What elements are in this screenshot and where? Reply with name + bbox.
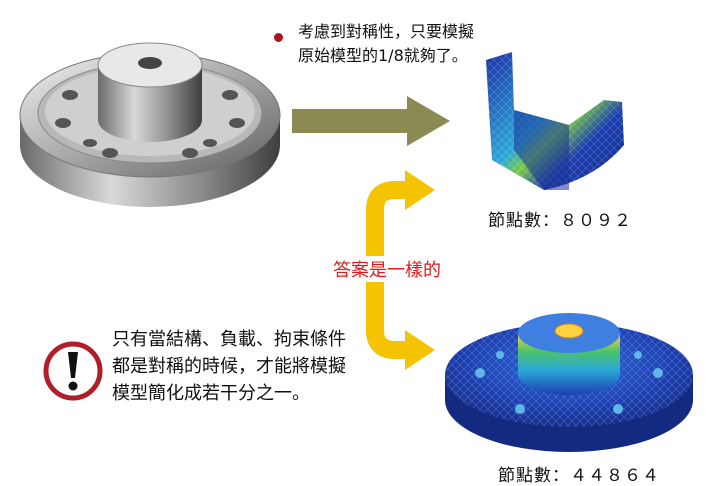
node-count-full: 節點數：４４８６４ [498,466,660,486]
yellow-bracket-arrow [366,170,435,370]
eighth-mesh-model [486,52,624,190]
symmetry-warning-text: 只有當結構、負載、拘束條件都是對稱的時候，才能將模擬模型簡化成若干分之一。 [112,329,346,404]
symmetry-note: 考慮到對稱性，只要模擬原始模型的1/8就夠了。 [298,22,475,65]
same-answer-label: 答案是一樣的 [330,256,444,282]
full-mesh-model [445,313,693,452]
bullet-dot [274,33,283,42]
olive-arrow [292,96,450,146]
flange-model-illustration [19,42,281,207]
warning-icon [43,341,103,401]
node-count-eighth: 節點數：８０９２ [488,211,632,231]
